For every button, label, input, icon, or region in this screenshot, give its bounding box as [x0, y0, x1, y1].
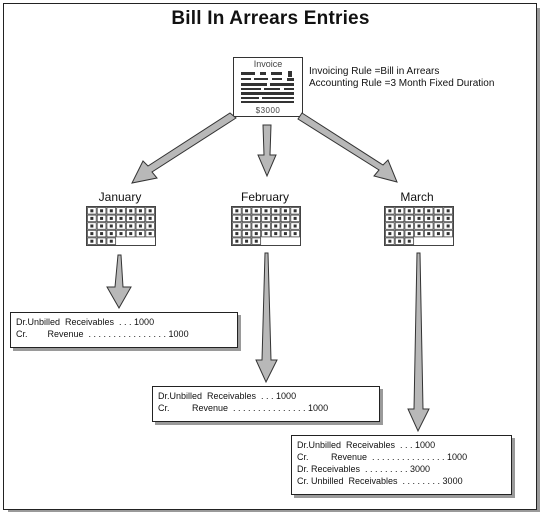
- invoicing-rule-note: Invoicing Rule =Bill in Arrears: [309, 66, 440, 77]
- arrow-invoice-to-february: [257, 124, 277, 178]
- arrow-january-to-entry: [106, 254, 132, 310]
- month-label-february: February: [240, 190, 290, 204]
- frame-shadow-bottom: [8, 508, 540, 512]
- entry-line: Cr. Revenue . . . . . . . . . . . . . . …: [16, 329, 189, 339]
- calendar-grid: [385, 207, 453, 245]
- arrow-invoice-to-january: [131, 112, 237, 184]
- entry-line: Dr.Unbilled Receivables . . . 1000: [16, 317, 155, 327]
- entry-line: Dr.Unbilled Receivables . . . 1000: [297, 440, 436, 450]
- month-label-january: January: [98, 190, 142, 204]
- entry-line: Cr. Unbilled Receivables . . . . . . . .…: [297, 476, 463, 486]
- entry-line: Dr.Unbilled Receivables . . . 1000: [158, 391, 297, 401]
- invoice-label: Invoice: [253, 59, 283, 69]
- entry-line: Cr. Revenue . . . . . . . . . . . . . . …: [158, 403, 329, 413]
- entry-line: Dr. Receivables . . . . . . . . . 3000: [297, 464, 431, 474]
- arrow-march-to-entry: [407, 252, 430, 433]
- arrow-february-to-entry: [255, 252, 278, 384]
- entry-line: Cr. Revenue . . . . . . . . . . . . . . …: [297, 452, 468, 462]
- calendar-icon-march: [384, 206, 454, 246]
- journal-entry-february: Dr.Unbilled Receivables . . . 1000 Cr. R…: [152, 386, 380, 422]
- journal-entry-january: Dr.Unbilled Receivables . . . 1000 Cr. R…: [10, 312, 238, 348]
- accounting-rule-note: Accounting Rule =3 Month Fixed Duration: [309, 78, 495, 89]
- arrow-invoice-to-march: [297, 112, 398, 183]
- calendar-grid: [232, 207, 300, 245]
- journal-entry-march: Dr.Unbilled Receivables . . . 1000 Cr. R…: [291, 435, 512, 495]
- month-label-march: March: [400, 190, 434, 204]
- diagram-title: Bill In Arrears Entries: [171, 8, 370, 29]
- invoice-amount: $3000: [255, 106, 281, 115]
- invoice-document: Invoice $3000: [233, 57, 303, 117]
- calendar-icon-january: [86, 206, 156, 246]
- calendar-icon-february: [231, 206, 301, 246]
- invoice-lines-graphic: [241, 71, 294, 103]
- frame-shadow-right: [536, 8, 540, 511]
- calendar-grid: [87, 207, 155, 245]
